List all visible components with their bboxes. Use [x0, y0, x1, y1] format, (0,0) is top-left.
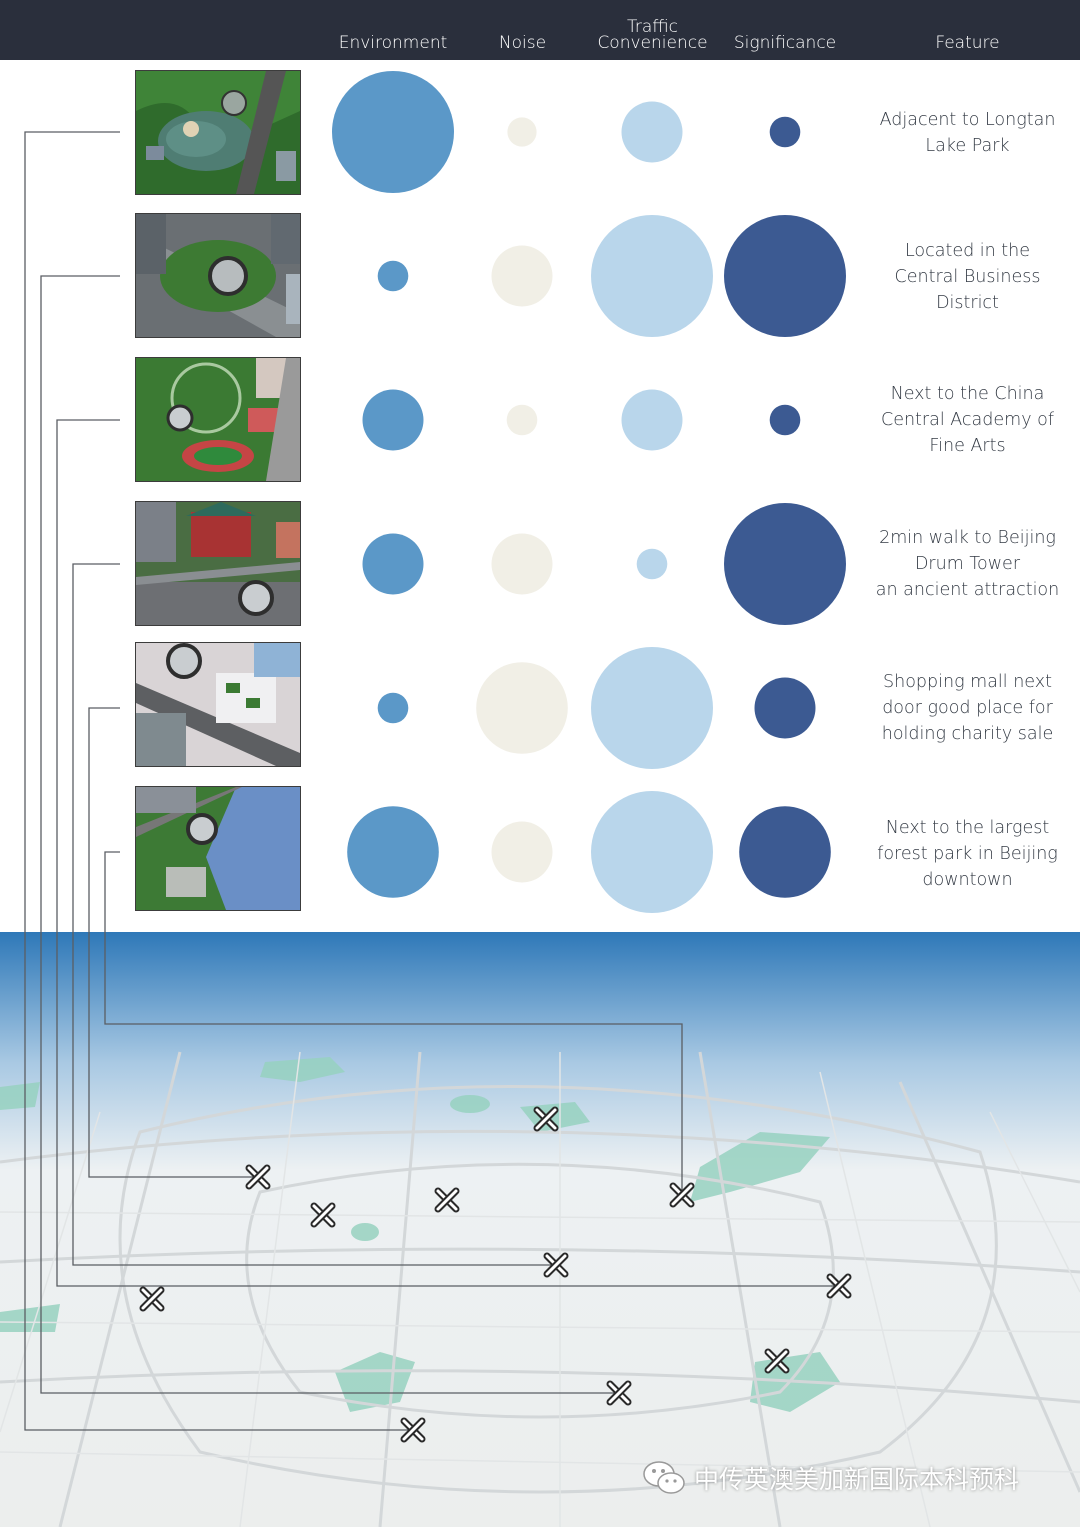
- bubble-noise-row-1: [507, 117, 537, 147]
- feature-text-1: Adjacent to Longtan Lake Park: [879, 110, 1056, 156]
- bubble-environment-row-3: [362, 389, 424, 451]
- bubble-environment-row-5: [377, 692, 409, 724]
- bubble-noise-row-4: [491, 533, 553, 595]
- bubble-significance-row-3: [769, 404, 801, 436]
- feature-text-4: 2min walk to Beijing Drum Tower an ancie…: [875, 528, 1060, 600]
- bubble-environment-row-2: [377, 260, 409, 292]
- watermark: 中传英澳美加新国际本科预科: [642, 1458, 1019, 1498]
- bubble-environment-row-6: [347, 806, 439, 898]
- bubble-traffic-row-5: [591, 647, 713, 769]
- bubble-environment-row-1: [332, 71, 454, 193]
- bubble-traffic-row-2: [591, 215, 713, 337]
- wechat-icon: [643, 1461, 685, 1494]
- bubble-noise-row-5: [476, 662, 568, 754]
- bubble-noise-row-3: [506, 404, 538, 436]
- feature-text-6: Next to the largest forest park in Beiji…: [877, 818, 1058, 890]
- column-header-feature: Feature: [935, 33, 1000, 53]
- column-header-significance: Significance: [733, 33, 837, 53]
- bubble-significance-row-2: [724, 215, 846, 337]
- watermark-text: 中传英澳美加新国际本科预科: [694, 1465, 1020, 1494]
- column-header-noise: Noise: [498, 33, 547, 53]
- column-header-traffic: Traffic Convenience: [597, 17, 708, 53]
- bubble-significance-row-4: [724, 503, 846, 625]
- header-bar: [0, 0, 1080, 60]
- bubble-traffic-row-3: [621, 389, 683, 451]
- bubble-traffic-row-6: [591, 791, 713, 913]
- bubble-noise-row-2: [491, 245, 553, 307]
- bubble-significance-row-5: [754, 677, 816, 739]
- bubble-environment-row-4: [362, 533, 424, 595]
- feature-text-2: Located in the Central Business District: [894, 241, 1041, 313]
- bubble-traffic-row-1: [621, 101, 683, 163]
- column-header-environment: Environment: [338, 33, 448, 53]
- bubble-significance-row-1: [769, 116, 801, 148]
- bubble-traffic-row-4: [636, 548, 668, 580]
- city-map: [0, 932, 1080, 1527]
- feature-text-5: Shopping mall next door good place for h…: [881, 672, 1054, 744]
- bubble-significance-row-6: [739, 806, 831, 898]
- feature-text-3: Next to the China Central Academy of Fin…: [880, 384, 1054, 456]
- bubble-noise-row-6: [491, 821, 553, 883]
